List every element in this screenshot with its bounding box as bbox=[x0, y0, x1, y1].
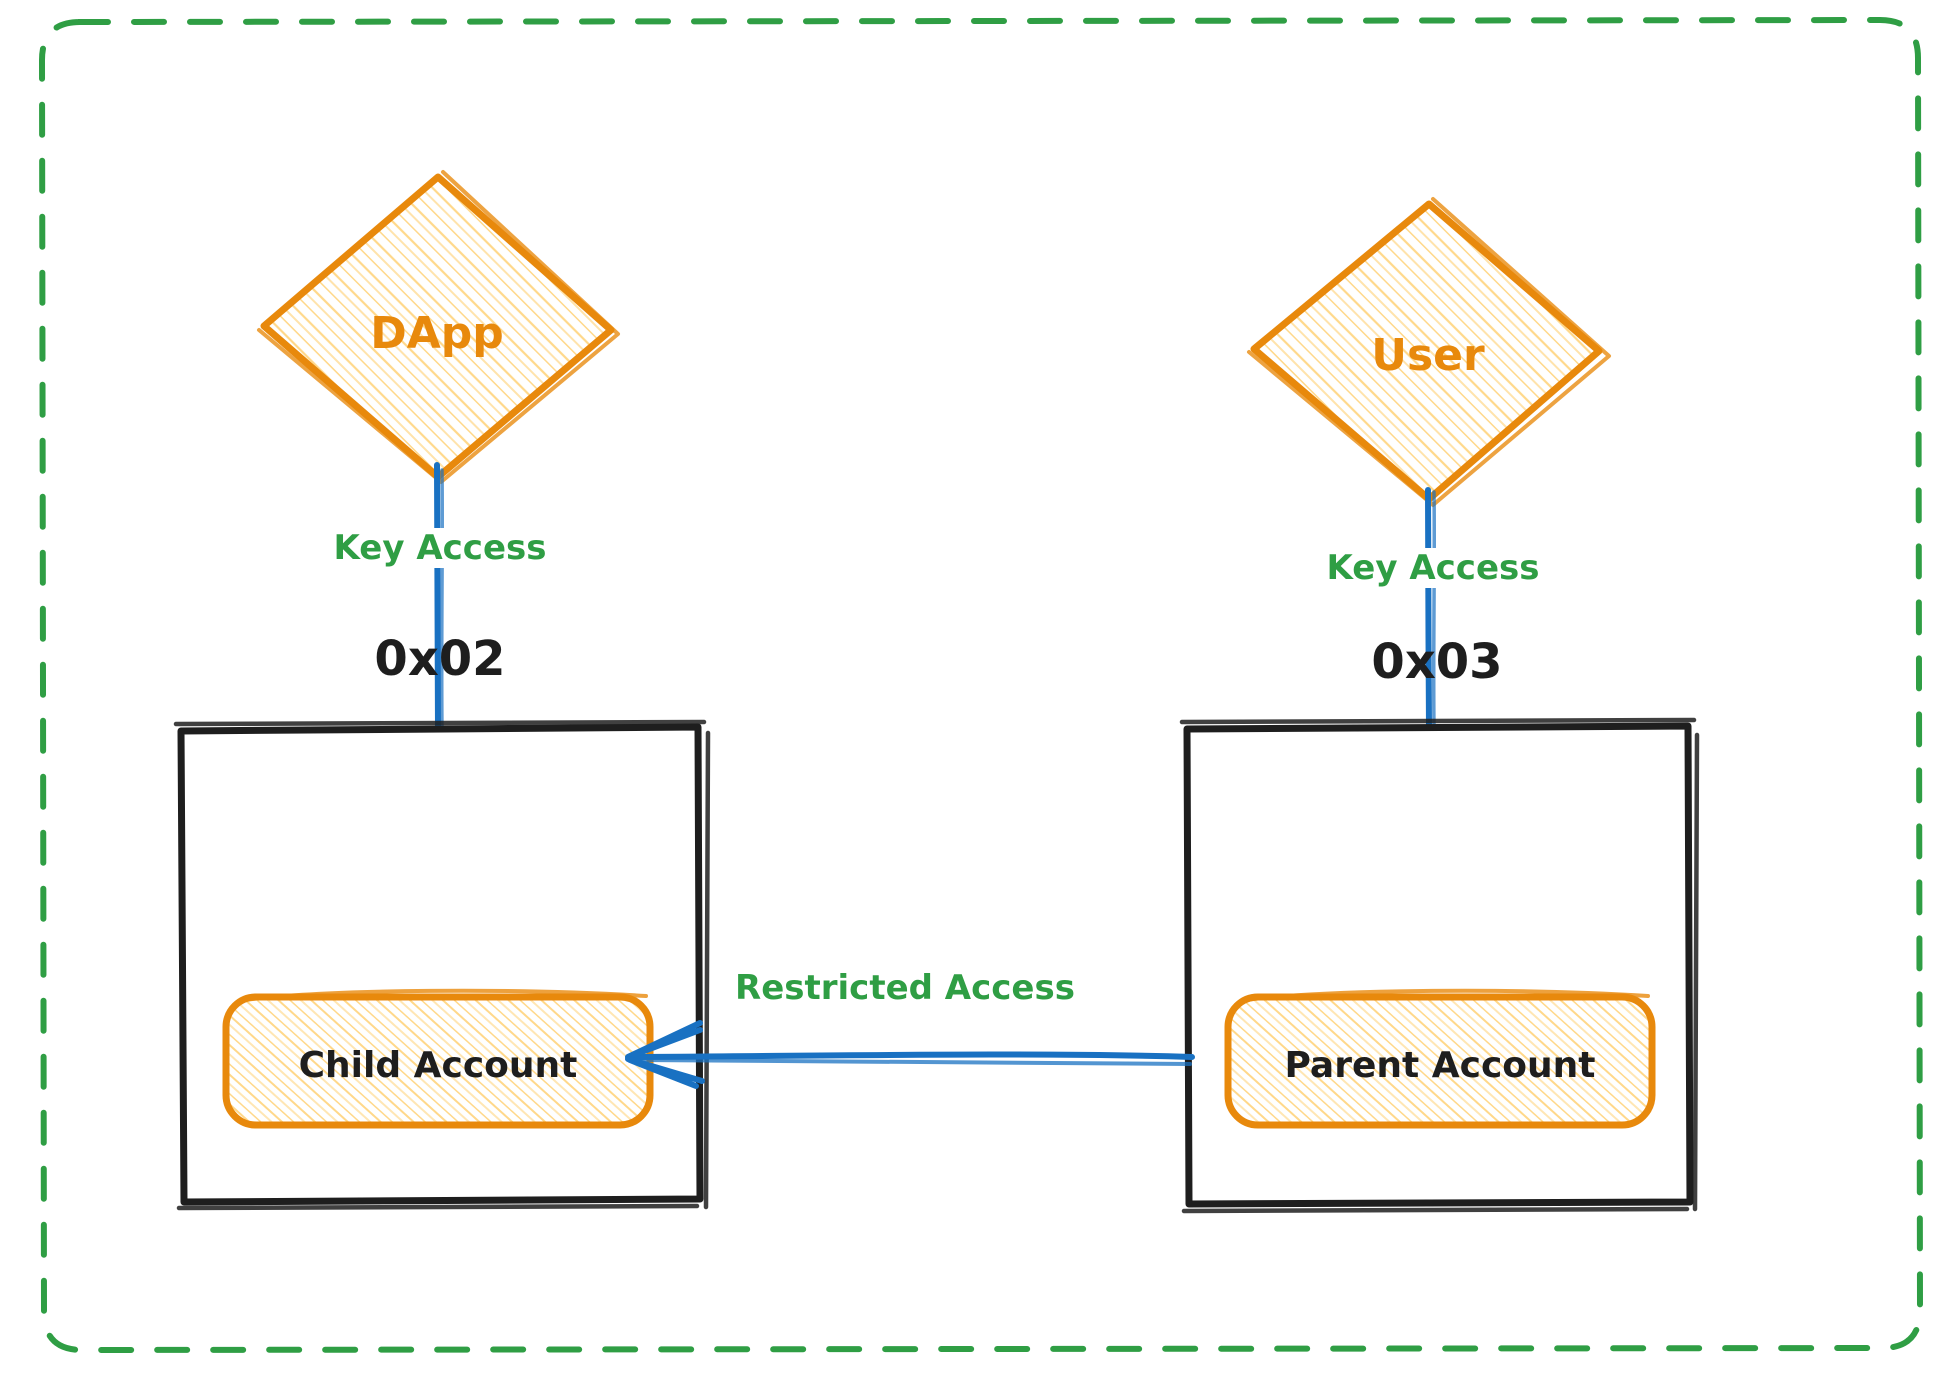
node-dapp[interactable]: DApp bbox=[257, 170, 620, 484]
edge-dapp-to-child[interactable] bbox=[434, 462, 445, 733]
edge-label-text: Key Access bbox=[329, 528, 551, 568]
edge-label-restricted-access: Restricted Access bbox=[705, 968, 1105, 1008]
node-child-account[interactable]: Child Account bbox=[222, 988, 654, 1129]
node-parent-box-label: 0x03 bbox=[1371, 634, 1502, 690]
node-parent-account[interactable]: Parent Account bbox=[1224, 988, 1656, 1129]
edge-label-key-access-dapp: Key Access bbox=[285, 528, 595, 568]
edge-label-text: Restricted Access bbox=[731, 968, 1079, 1008]
node-child-box-label: 0x02 bbox=[374, 631, 505, 687]
node-child-account-label: Child Account bbox=[299, 1045, 578, 1086]
edge-parent-to-child[interactable] bbox=[625, 1020, 1195, 1089]
edge-label-key-access-user: Key Access bbox=[1278, 548, 1588, 588]
node-dapp-label: DApp bbox=[370, 308, 504, 359]
node-user-label: User bbox=[1371, 330, 1485, 381]
edge-user-to-parent[interactable] bbox=[1425, 487, 1437, 731]
node-parent-account-label: Parent Account bbox=[1285, 1045, 1596, 1086]
node-user[interactable]: User bbox=[1247, 197, 1611, 507]
edge-label-text: Key Access bbox=[1322, 548, 1544, 588]
